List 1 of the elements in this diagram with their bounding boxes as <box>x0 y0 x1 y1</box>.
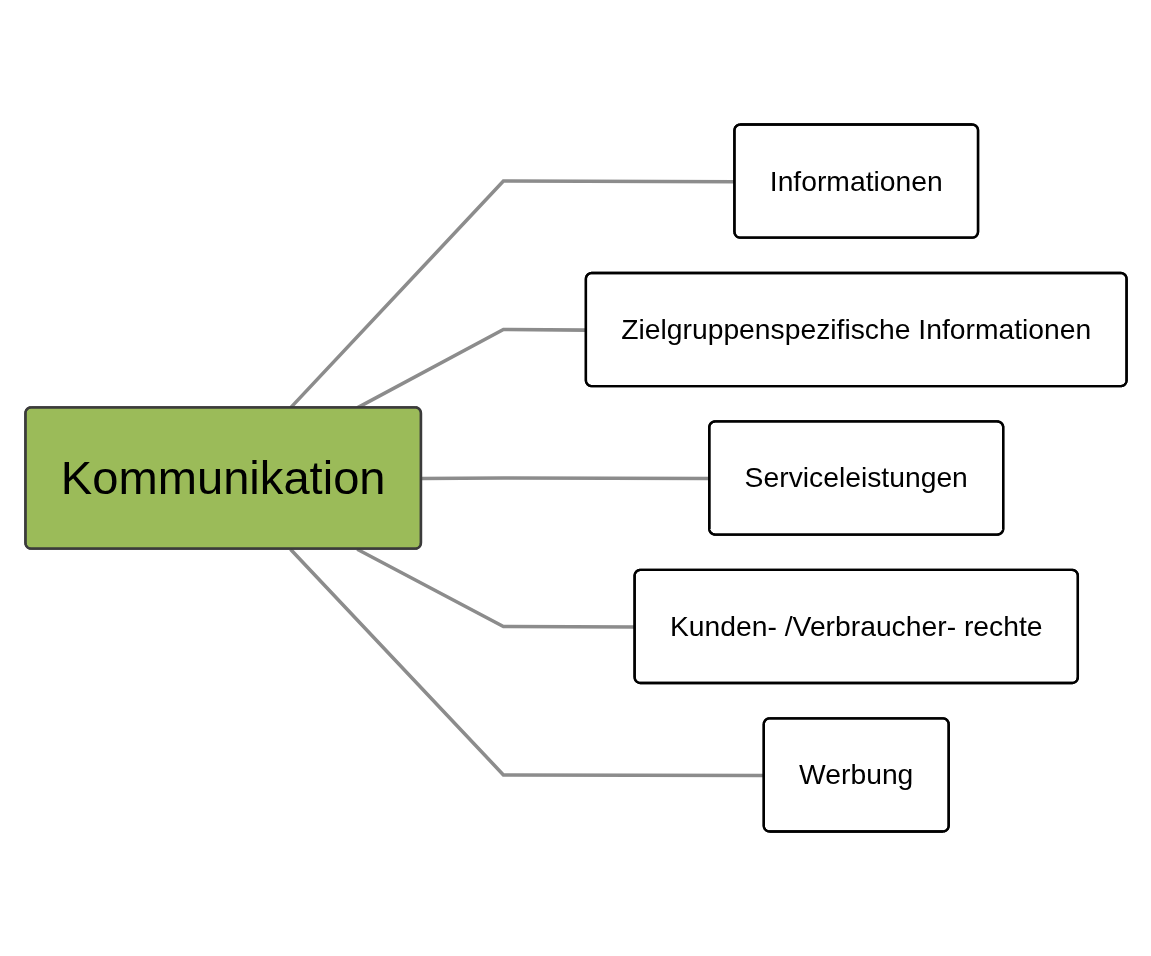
connector <box>288 548 764 778</box>
